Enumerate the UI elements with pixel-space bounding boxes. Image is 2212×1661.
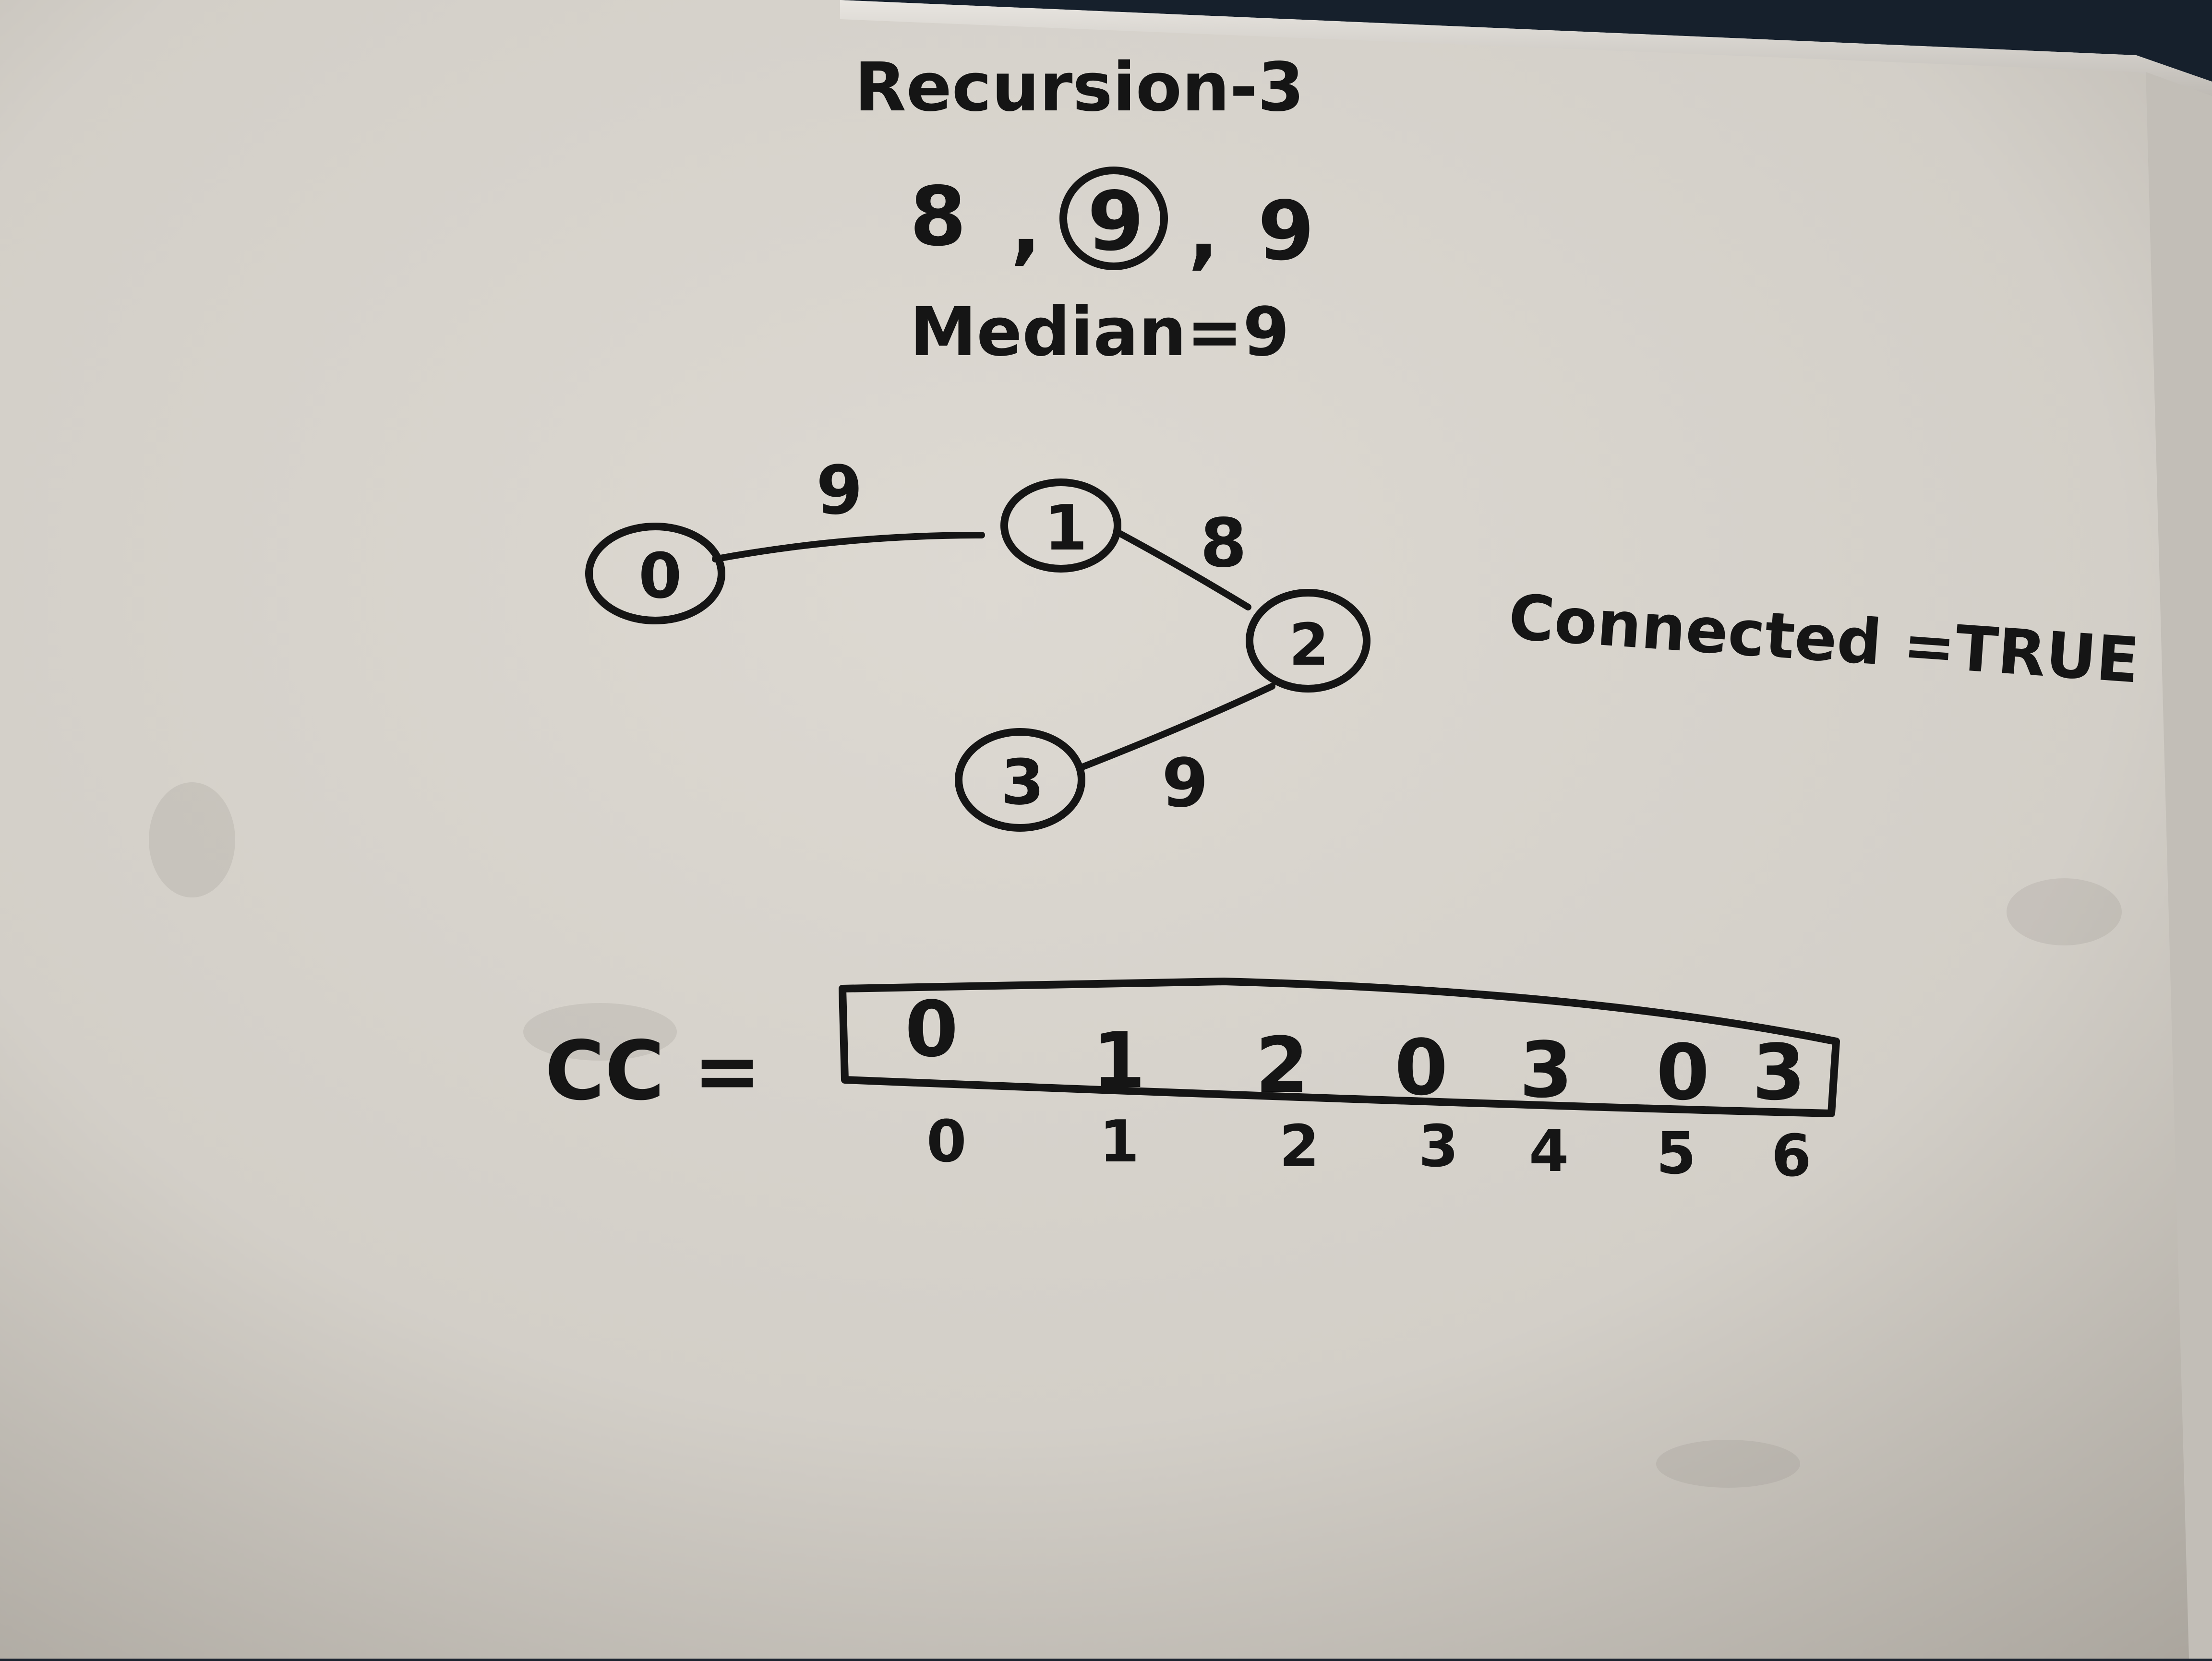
edge-weight-0-1: 9	[816, 452, 863, 530]
node-label-2: 2	[1289, 612, 1329, 679]
median-text: Median=9	[910, 293, 1289, 371]
node-label-1: 1	[1044, 491, 1087, 564]
sequence-comma-1: ,	[1188, 184, 1219, 279]
circled-median-marker	[1059, 167, 1168, 270]
sequence-value-2: 9	[1258, 184, 1314, 279]
cc-value-3: 0	[1395, 1023, 1448, 1112]
edge-2-3	[1077, 683, 1275, 771]
graph-edges	[712, 529, 1275, 771]
cc-value-2: 2	[1255, 1020, 1309, 1110]
graph-node-2: 2	[1246, 589, 1370, 693]
board-title: Recursion-3	[854, 48, 1304, 127]
cc-label: CC =	[545, 1024, 761, 1119]
cc-index-2: 2	[1279, 1113, 1320, 1180]
cc-index-4: 4	[1529, 1118, 1569, 1185]
cc-index-1: 1	[1099, 1109, 1140, 1175]
board-right-frame	[2146, 72, 2212, 1659]
eraser-smudges	[149, 782, 2122, 1488]
graph-node-0: 0	[585, 523, 725, 624]
node-label-0: 0	[638, 539, 682, 612]
graph-node-3: 3	[955, 728, 1085, 832]
sequence-comma-0: ,	[1010, 179, 1042, 274]
cc-value-5: 0	[1656, 1028, 1709, 1117]
sequence-value-0: 8	[910, 169, 966, 264]
cc-array-box	[839, 978, 1840, 1117]
cc-indices: 0 1 2 3 4 5 6	[926, 1109, 1812, 1190]
cc-index-3: 3	[1419, 1113, 1459, 1180]
edge-0-1	[712, 532, 985, 562]
graph-node-1: 1	[1000, 478, 1121, 573]
cc-value-1: 1	[1092, 1016, 1145, 1105]
cc-values: 0 1 2 0 3 0 3	[905, 984, 1805, 1117]
number-sequence: 8 , 9 , 9	[910, 167, 1314, 279]
cc-index-6: 6	[1771, 1123, 1812, 1190]
node-label-3: 3	[1001, 746, 1044, 819]
cc-value-4: 3	[1519, 1025, 1573, 1115]
cc-index-0: 0	[926, 1109, 967, 1175]
cc-value-0: 0	[905, 984, 958, 1074]
board-top-frame	[840, 0, 2212, 98]
wall-corner	[840, 0, 2212, 82]
edge-weight-1-2: 8	[1200, 504, 1247, 583]
edge-weight-2-3: 9	[1162, 744, 1208, 823]
sequence-value-1: 9	[1087, 174, 1144, 269]
cc-index-5: 5	[1656, 1121, 1696, 1187]
cc-value-6: 3	[1752, 1028, 1805, 1117]
edge-1-2	[1115, 529, 1251, 610]
